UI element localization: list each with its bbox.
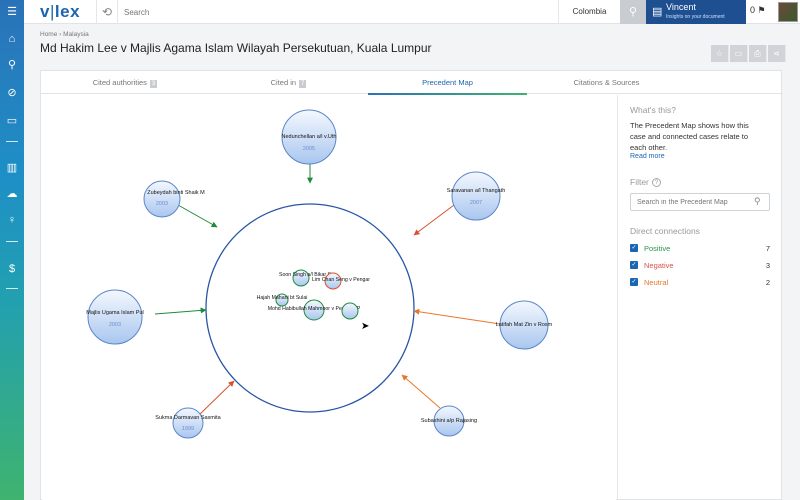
tab-citations-sources[interactable]: Citations & Sources bbox=[573, 78, 640, 87]
svg-text:2003: 2003 bbox=[156, 201, 168, 207]
edge-positive bbox=[154, 307, 207, 315]
inner-case-node[interactable] bbox=[341, 302, 359, 320]
svg-text:Latifah Mat Zin v Rosm: Latifah Mat Zin v Rosm bbox=[496, 322, 553, 328]
case-node[interactable]: Majlis Ugama Islam Pul 2003 bbox=[86, 289, 144, 345]
whats-this-heading: What's this? bbox=[630, 105, 677, 115]
vincent-button[interactable]: ▤ Vincent Insights on your document bbox=[646, 0, 746, 24]
star-button[interactable]: ☆ bbox=[711, 45, 729, 62]
history-icon[interactable]: ⟲ bbox=[96, 0, 118, 24]
case-node[interactable]: Saravanan a/l Thangath 2007 bbox=[447, 171, 506, 221]
rail-divider bbox=[6, 241, 18, 242]
case-node[interactable]: Subashini a/p Rajasing bbox=[421, 405, 477, 437]
filter-heading: Filter? bbox=[630, 177, 661, 188]
help-icon[interactable]: ? bbox=[651, 178, 661, 188]
filter-input[interactable] bbox=[630, 193, 770, 211]
svg-text:Sukma Darmavan Sasmita: Sukma Darmavan Sasmita bbox=[155, 415, 221, 421]
svg-text:1999: 1999 bbox=[182, 426, 194, 432]
svg-text:Subashini a/p Rajasing: Subashini a/p Rajasing bbox=[421, 418, 477, 424]
precedent-map-svg[interactable]: Nedunchellan a/l v.Uth 2005 Zubeydah bin… bbox=[42, 95, 616, 500]
page-title: Md Hakim Lee v Majlis Agama Islam Wilaya… bbox=[40, 41, 432, 55]
search-icon[interactable]: ⚲ bbox=[7, 59, 17, 71]
breadcrumb: Home › Malaysia bbox=[40, 31, 89, 38]
breadcrumb-country[interactable]: Malaysia bbox=[63, 31, 89, 38]
map-sidebar: What's this? The Precedent Map shows how… bbox=[617, 95, 782, 500]
breadcrumb-home[interactable]: Home bbox=[40, 31, 58, 38]
cloud-icon[interactable]: ☁ bbox=[6, 188, 18, 200]
share-button[interactable]: ⋖ bbox=[768, 45, 786, 62]
svg-text:2003: 2003 bbox=[109, 322, 121, 328]
svg-text:Majlis Ugama Islam Pul: Majlis Ugama Islam Pul bbox=[86, 310, 143, 316]
search-button[interactable]: ⚲ bbox=[620, 0, 646, 24]
svg-text:Zubeydah binti Shaik M: Zubeydah binti Shaik M bbox=[147, 190, 205, 196]
inner-case-node[interactable]: Lim Chan Seng v Pengar bbox=[312, 272, 370, 290]
connection-neutral[interactable]: ✓ Neutral 2 bbox=[630, 278, 770, 287]
svg-text:2007: 2007 bbox=[470, 200, 482, 206]
svg-text:2005: 2005 bbox=[303, 146, 315, 152]
mouse-cursor-icon: ➤ bbox=[361, 321, 370, 332]
tab-badge: 7 bbox=[299, 80, 307, 88]
connection-negative[interactable]: ✓ Negative 3 bbox=[630, 261, 770, 270]
edge-negative bbox=[198, 380, 235, 416]
search-icon[interactable]: ⚲ bbox=[754, 196, 761, 206]
vincent-name: Vincent bbox=[666, 2, 696, 12]
checkbox-checked-icon[interactable]: ✓ bbox=[630, 278, 638, 286]
print-button[interactable]: ⎙ bbox=[749, 45, 767, 62]
precedent-map[interactable]: Nedunchellan a/l v.Uth 2005 Zubeydah bin… bbox=[42, 95, 616, 500]
edge-neutral bbox=[413, 308, 501, 325]
top-bar: v|lex ⟲ Colombia ⚲ ▤ Vincent Insights on… bbox=[24, 0, 800, 24]
svg-text:Lim Chan Seng v Pengar: Lim Chan Seng v Pengar bbox=[312, 277, 370, 283]
vincent-subtitle: Insights on your document bbox=[666, 14, 725, 20]
checkbox-checked-icon[interactable]: ✓ bbox=[630, 261, 638, 269]
avatar[interactable] bbox=[778, 2, 798, 22]
search-input[interactable] bbox=[124, 4, 544, 20]
edge-neutral bbox=[401, 374, 441, 409]
connections-heading: Direct connections bbox=[630, 226, 700, 236]
home-icon[interactable]: ⌂ bbox=[8, 33, 16, 45]
dollar-icon[interactable]: $ bbox=[8, 263, 16, 275]
read-more-link[interactable]: Read more bbox=[630, 153, 665, 160]
svg-text:Hajah Mahani bt Sulai: Hajah Mahani bt Sulai bbox=[257, 295, 308, 301]
rail-divider bbox=[6, 141, 18, 142]
chart-icon[interactable]: ▥ bbox=[6, 162, 18, 174]
folder-button[interactable]: ▭ bbox=[730, 45, 748, 62]
tab-precedent-map[interactable]: Precedent Map bbox=[368, 71, 527, 95]
vlex-logo[interactable]: v|lex bbox=[40, 2, 81, 21]
edge-negative bbox=[413, 204, 455, 236]
bulb-icon[interactable]: ♀ bbox=[7, 214, 17, 226]
tab-badge: 3 bbox=[149, 80, 158, 88]
menu-icon[interactable]: ☰ bbox=[7, 6, 17, 18]
case-node[interactable]: Zubeydah binti Shaik M 2003 bbox=[143, 180, 205, 218]
inner-case-node[interactable]: Soon Singh a/l Bikar S bbox=[279, 269, 331, 287]
notification-count[interactable]: 0 ⚑ bbox=[750, 5, 766, 15]
svg-text:Soon Singh a/l Bikar S: Soon Singh a/l Bikar S bbox=[279, 272, 331, 278]
checkbox-checked-icon[interactable]: ✓ bbox=[630, 244, 638, 252]
inner-case-node[interactable]: Mohd Habibullah Mahmoor v Pegawai P bbox=[268, 299, 361, 321]
folder-icon[interactable]: ▭ bbox=[6, 115, 18, 127]
svg-text:Saravanan a/l Thangath: Saravanan a/l Thangath bbox=[447, 188, 506, 194]
svg-text:Nedunchellan a/l v.Uth: Nedunchellan a/l v.Uth bbox=[282, 134, 337, 140]
inner-case-node[interactable]: Hajah Mahani bt Sulai bbox=[257, 293, 308, 307]
left-rail: ☰ ⌂ ⚲ ⊘ ▭ ▥ ☁ ♀ $ bbox=[0, 0, 24, 500]
rail-divider bbox=[6, 288, 18, 289]
case-node[interactable]: Latifah Mat Zin v Rosm bbox=[496, 300, 553, 350]
map-description: The Precedent Map shows how this case an… bbox=[630, 121, 749, 152]
compass-icon[interactable]: ⊘ bbox=[7, 87, 17, 99]
connection-positive[interactable]: ✓ Positive 7 bbox=[630, 244, 770, 253]
edge-positive bbox=[177, 204, 218, 228]
svg-text:Mohd Habibullah Mahmoor v Pega: Mohd Habibullah Mahmoor v Pegawai P bbox=[268, 306, 361, 312]
case-node[interactable]: Sukma Darmavan Sasmita 1999 bbox=[155, 407, 222, 439]
document-icon: ▤ bbox=[652, 6, 663, 18]
country-selector[interactable]: Colombia bbox=[558, 0, 620, 24]
case-node[interactable]: Nedunchellan a/l v.Uth 2005 bbox=[281, 109, 337, 165]
tag-icon: ⚑ bbox=[757, 5, 766, 15]
